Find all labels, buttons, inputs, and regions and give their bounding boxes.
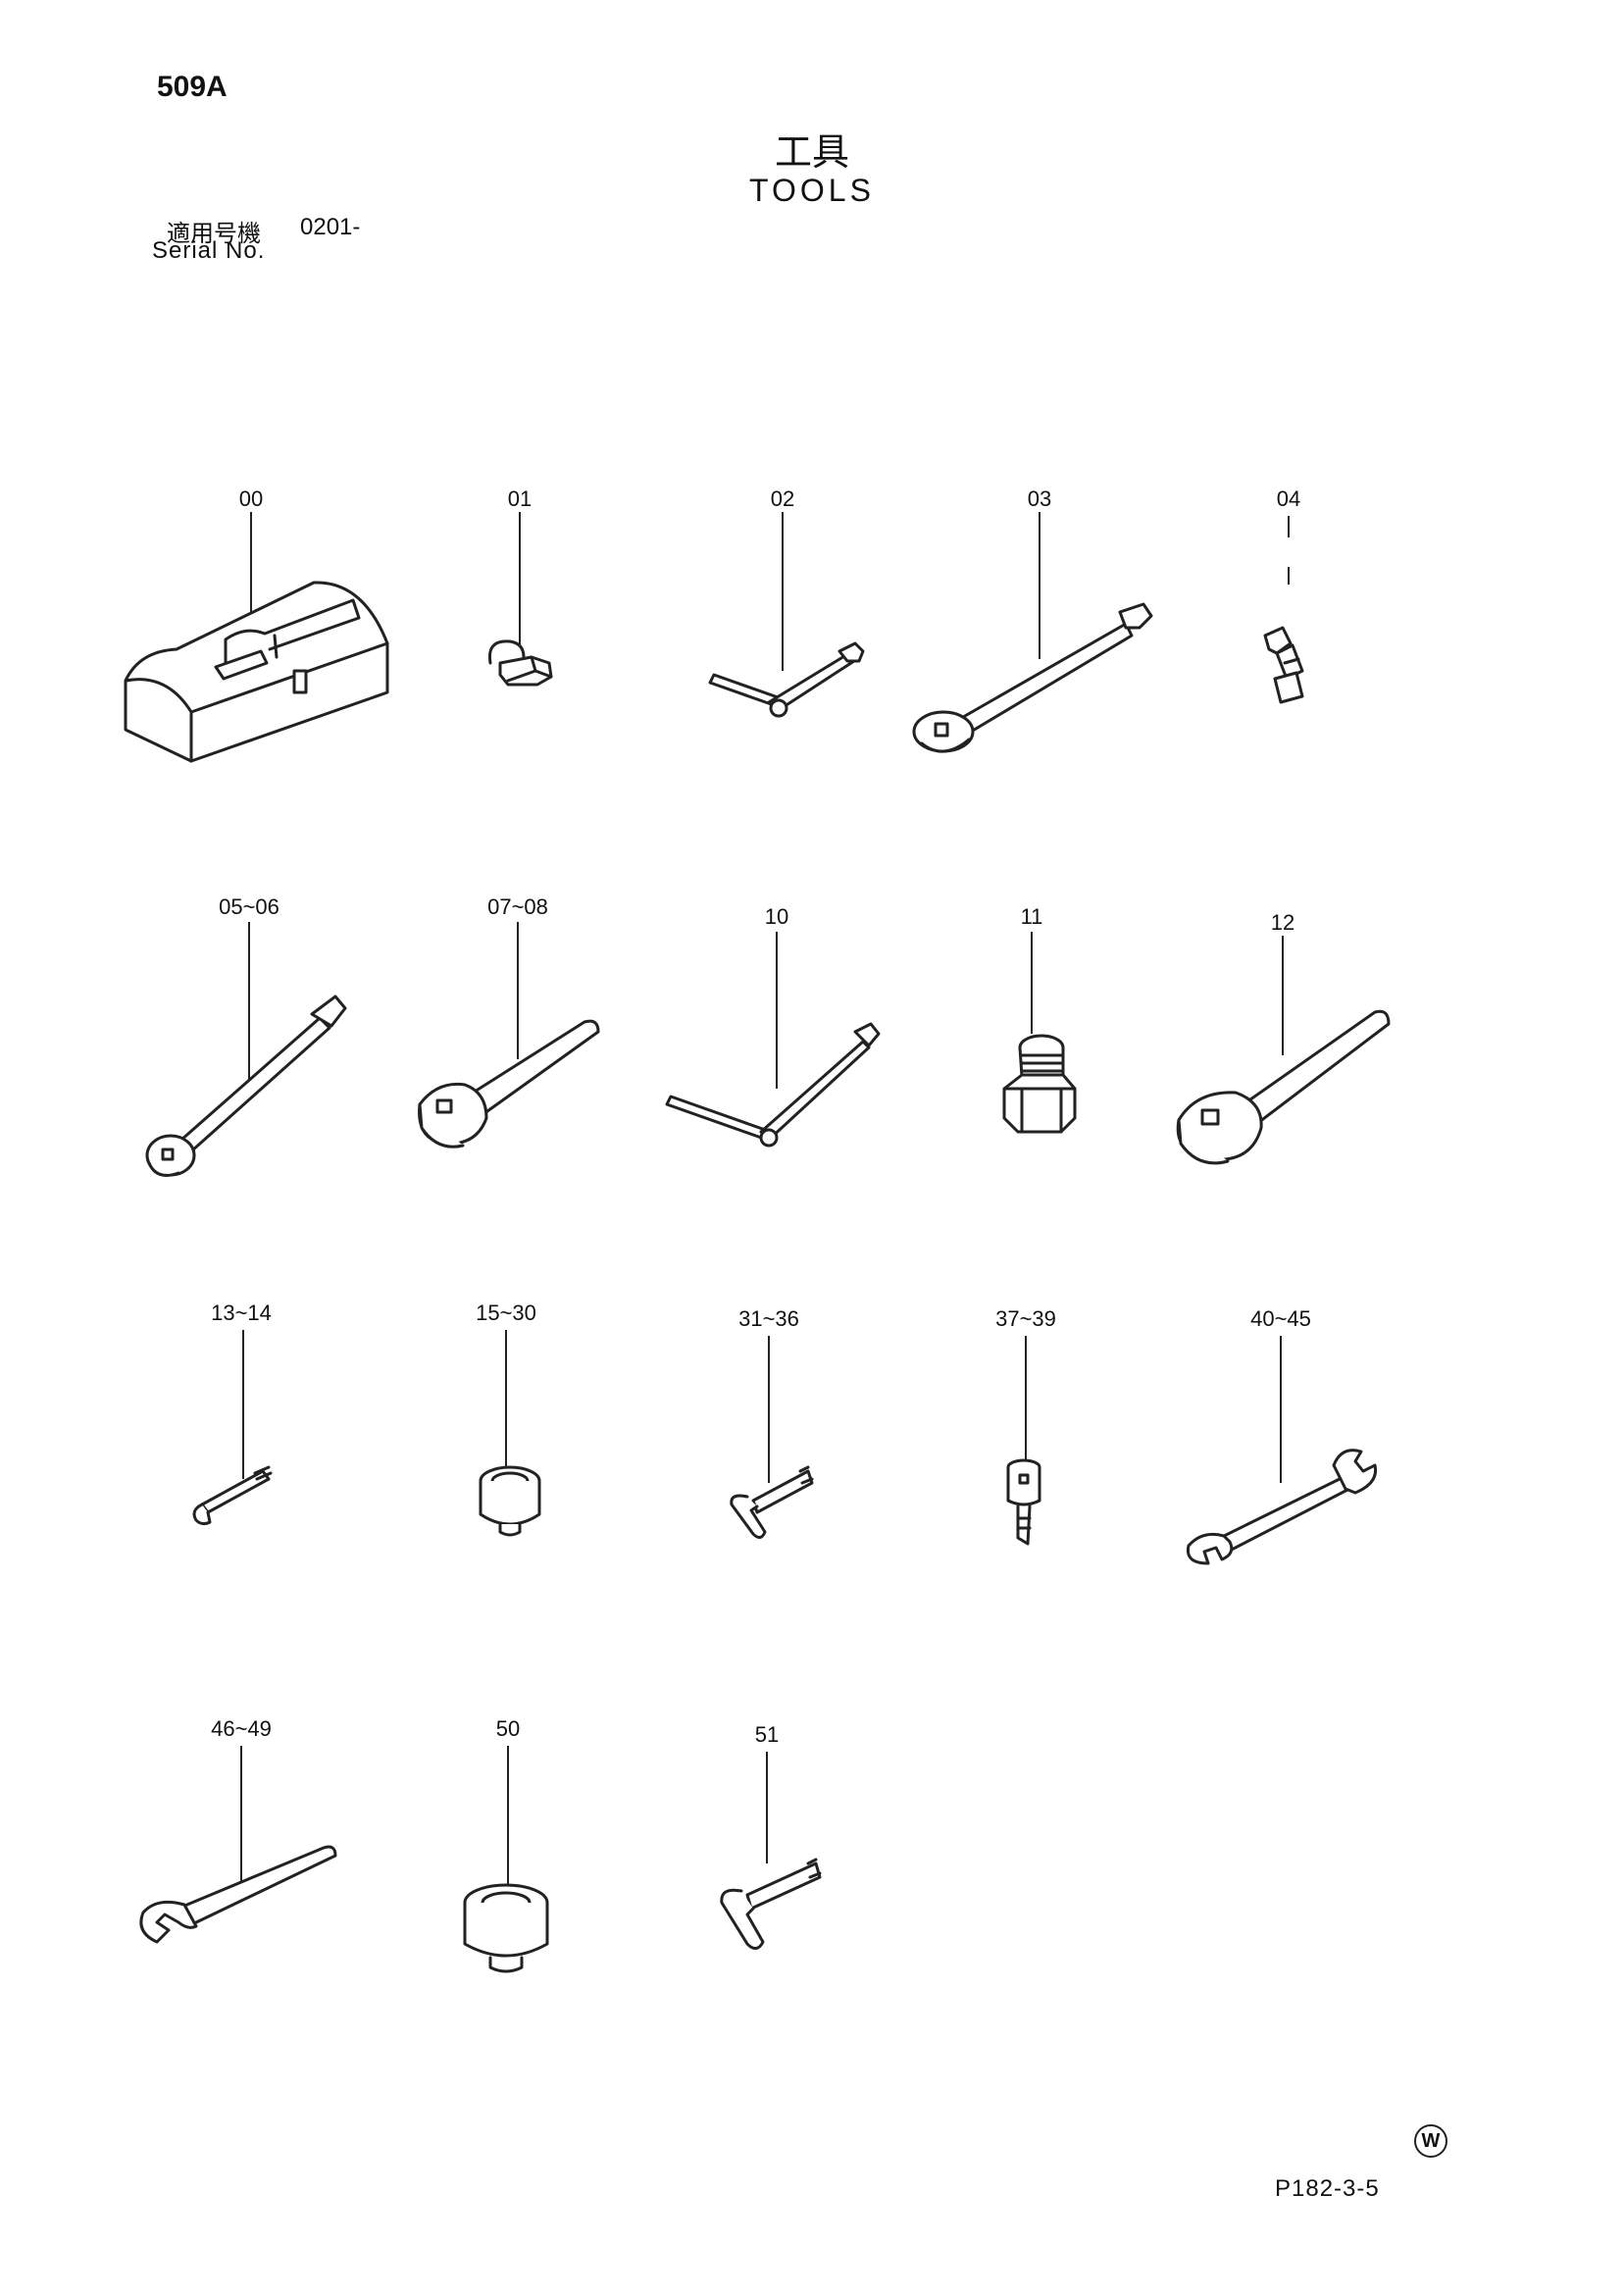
leader-line-15-30 xyxy=(505,1330,507,1473)
serial-number-value: 0201- xyxy=(300,214,361,240)
ratchet-handle-icon xyxy=(418,1019,600,1148)
manufacturer-mark: W xyxy=(1414,2124,1447,2158)
page-code: 509A xyxy=(157,71,228,103)
leader-line-04 xyxy=(1288,516,1290,537)
part-label-10: 10 xyxy=(764,904,789,929)
part-label-11: 11 xyxy=(1020,904,1043,929)
socket-icon xyxy=(479,1465,541,1537)
leader-line-10 xyxy=(776,932,778,1089)
single-open-wrench-icon xyxy=(139,1845,337,1944)
part-label-37-39: 37~39 xyxy=(995,1306,1056,1331)
leader-line-46-49 xyxy=(240,1746,242,1893)
serial-label-english: Serial No. xyxy=(152,237,266,264)
part-label-31-36: 31~36 xyxy=(738,1306,799,1331)
leader-line-07-08 xyxy=(517,922,519,1059)
part-label-40-45: 40~45 xyxy=(1250,1306,1311,1331)
leader-line-50 xyxy=(507,1746,509,1899)
ratchet-handle-icon xyxy=(1176,1009,1391,1165)
part-label-51: 51 xyxy=(754,1722,780,1747)
leader-line-00 xyxy=(250,512,252,622)
leader-line-03 xyxy=(1039,512,1040,659)
extension-bar-icon xyxy=(912,602,1153,753)
leader-line-37-39 xyxy=(1025,1336,1027,1463)
title-english: TOOLS xyxy=(749,173,875,208)
part-label-46-49: 46~49 xyxy=(211,1716,272,1741)
part-label-03: 03 xyxy=(1027,486,1052,511)
padlock-icon xyxy=(487,639,553,687)
page-reference: P182-3-5 xyxy=(1275,2175,1380,2202)
part-label-00: 00 xyxy=(238,486,264,511)
part-label-02: 02 xyxy=(770,486,795,511)
leader-line-04b xyxy=(1288,567,1290,585)
socket-icon xyxy=(463,1883,549,1973)
part-label-01: 01 xyxy=(507,486,533,511)
part-label-04: 04 xyxy=(1276,486,1301,511)
leader-line-40-45 xyxy=(1280,1336,1282,1483)
leader-line-02 xyxy=(782,512,784,671)
part-label-15-30: 15~30 xyxy=(476,1301,536,1325)
double-open-wrench-icon xyxy=(1186,1449,1378,1565)
leader-line-11 xyxy=(1031,932,1033,1034)
toolbox-icon xyxy=(124,581,389,763)
part-label-12: 12 xyxy=(1270,910,1295,935)
bit-socket-icon xyxy=(1006,1458,1041,1546)
universal-joint-icon xyxy=(1263,626,1304,704)
leader-line-01 xyxy=(519,512,521,644)
title-japanese: 工具 xyxy=(774,130,849,174)
extension-bar-icon xyxy=(145,995,347,1177)
t-handle-wrench-icon xyxy=(708,641,865,718)
serial-label-japanese: 適用号機 xyxy=(167,220,261,247)
t-handle-wrench-icon xyxy=(665,1022,881,1148)
part-label-13-14: 13~14 xyxy=(211,1301,272,1325)
hex-key-icon xyxy=(720,1858,822,1950)
hex-key-icon xyxy=(192,1465,273,1526)
leader-line-51 xyxy=(766,1752,768,1863)
hex-key-icon xyxy=(730,1465,814,1539)
part-label-50: 50 xyxy=(495,1716,521,1741)
leader-line-13-14 xyxy=(242,1330,244,1479)
adapter-icon xyxy=(1002,1034,1077,1134)
leader-line-12 xyxy=(1282,936,1284,1055)
leader-line-31-36 xyxy=(768,1336,770,1483)
part-label-05-06: 05~06 xyxy=(219,894,279,919)
leader-line-05-06 xyxy=(248,922,250,1083)
part-label-07-08: 07~08 xyxy=(487,894,548,919)
